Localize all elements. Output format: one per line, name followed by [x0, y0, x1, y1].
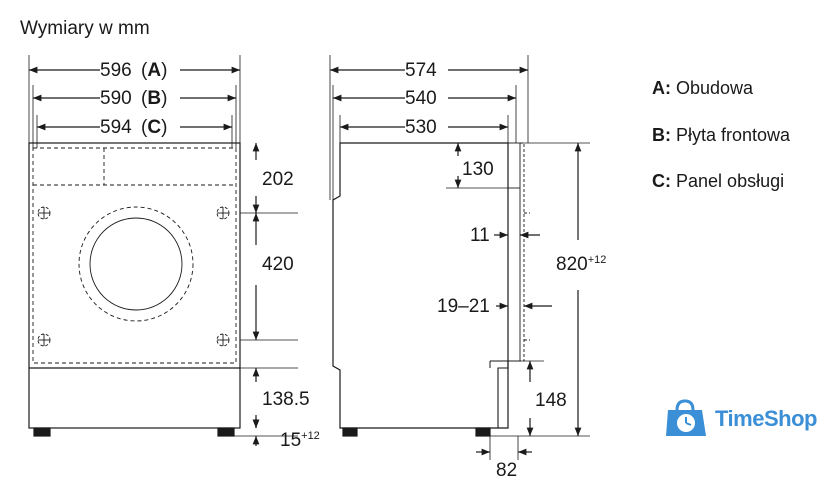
height-top-value: 202: [262, 169, 294, 190]
width-a-key: A: [147, 60, 161, 81]
plinth-148-value: 148: [535, 390, 567, 411]
svg-text:15+12: 15+12: [280, 430, 320, 451]
svg-text:(A): (A): [141, 60, 167, 81]
diagram-title: Wymiary w mm: [20, 18, 150, 39]
feet-height-value: 15: [280, 430, 301, 451]
panel-130-value: 130: [462, 159, 494, 180]
width-b-key: B: [147, 88, 161, 109]
front-foot-left: [33, 427, 51, 437]
svg-text:(B): (B): [141, 88, 167, 109]
side-body-outline: [332, 142, 509, 429]
shopping-bag-clock-icon: [666, 399, 706, 436]
side-foot-back: [342, 427, 358, 437]
legend-item-b: B: Płyta frontowa: [652, 125, 791, 145]
total-height-value: 820: [556, 254, 588, 275]
side-foot-front: [475, 427, 491, 437]
svg-text:(C): (C): [141, 117, 167, 138]
front-foot-right: [217, 427, 235, 437]
height-bottom-value: 138.5: [262, 389, 310, 410]
side-view: [329, 55, 590, 460]
width-c-value: 594: [100, 117, 132, 138]
side-front-panel: [507, 142, 521, 362]
door-outer-circle: [78, 206, 194, 322]
width-a-value: 596: [100, 60, 132, 81]
door-inner-circle: [89, 217, 183, 311]
feet-height-tolerance: +12: [301, 430, 320, 442]
depth-574-value: 574: [405, 60, 437, 81]
timeshop-logo: TimeShop: [662, 398, 832, 440]
width-b-value: 590: [100, 88, 132, 109]
front-panel-dashed: [32, 147, 237, 364]
depth-530-value: 530: [405, 117, 437, 138]
watermark-text: TimeShop: [715, 406, 817, 431]
front-view: [28, 55, 298, 446]
depth-540-value: 540: [405, 88, 437, 109]
width-c-key: C: [147, 117, 161, 138]
legend-item-a: A: Obudowa: [652, 78, 754, 98]
total-height-tolerance: +12: [588, 254, 607, 266]
front-cabinet-outline: [28, 142, 241, 429]
fixing-points: [37, 206, 230, 347]
recess-82-value: 82: [496, 460, 517, 481]
legend-item-c: C: Panel obsługi: [652, 171, 785, 191]
gap-19-21-value: 19–21: [437, 296, 490, 317]
gap-11-value: 11: [470, 225, 490, 246]
svg-text:820+12: 820+12: [556, 254, 606, 275]
height-mid-value: 420: [262, 254, 294, 275]
